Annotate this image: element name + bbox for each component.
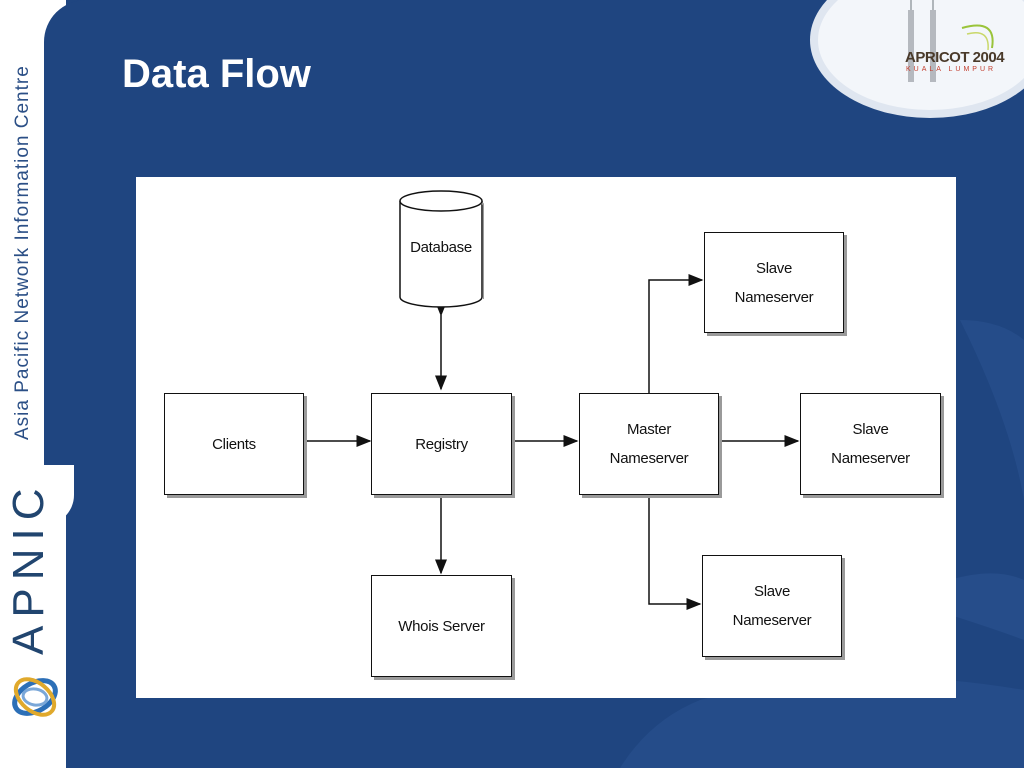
sidebar-curve bbox=[44, 0, 104, 470]
node-registry: Registry bbox=[371, 393, 512, 495]
diagram-edges bbox=[294, 274, 800, 610]
node-slave-right: Slave Nameserver bbox=[800, 393, 941, 495]
event-logo-text: APRICOT 2004 bbox=[905, 49, 1005, 66]
sidebar-org-name: Asia Pacific Network Information Centre bbox=[12, 65, 33, 440]
node-master-nameserver: Master Nameserver bbox=[579, 393, 719, 495]
node-registry-label: Registry bbox=[415, 435, 468, 453]
event-logo-subtext: KUALA LUMPUR bbox=[906, 66, 997, 73]
node-slave-right-line2: Nameserver bbox=[831, 450, 910, 467]
edge-master-slave-bottom bbox=[648, 495, 702, 610]
node-slave-bottom-line2: Nameserver bbox=[732, 612, 812, 629]
node-database-label: Database bbox=[410, 239, 472, 256]
node-slave-top-line1: Slave bbox=[755, 259, 793, 277]
edge-master-slave-top bbox=[648, 274, 704, 393]
node-whois-label: Whois Server bbox=[398, 617, 485, 635]
node-slave-bottom: Slave Nameserver bbox=[702, 555, 842, 657]
node-slave-top-line2: Nameserver bbox=[734, 288, 814, 306]
database-cylinder-icon bbox=[399, 190, 484, 308]
node-clients-label: Clients bbox=[212, 435, 256, 453]
node-master-line1: Master bbox=[626, 421, 672, 438]
petronas-towers-icon bbox=[908, 0, 994, 82]
slide-title: Data Flow bbox=[122, 52, 311, 96]
node-slave-right-line1: Slave bbox=[852, 421, 889, 438]
node-clients: Clients bbox=[164, 393, 304, 495]
diagram-panel: Database Clients Registry Master Nameser… bbox=[136, 177, 956, 698]
node-slave-bottom-line1: Slave bbox=[753, 583, 791, 600]
apnic-swirl-icon bbox=[12, 677, 58, 717]
node-slave-top: Slave Nameserver bbox=[704, 232, 844, 333]
node-master-line2: Nameserver bbox=[609, 450, 689, 467]
sidebar-brand: APNIC bbox=[4, 480, 53, 655]
node-whois-server: Whois Server bbox=[371, 575, 512, 677]
